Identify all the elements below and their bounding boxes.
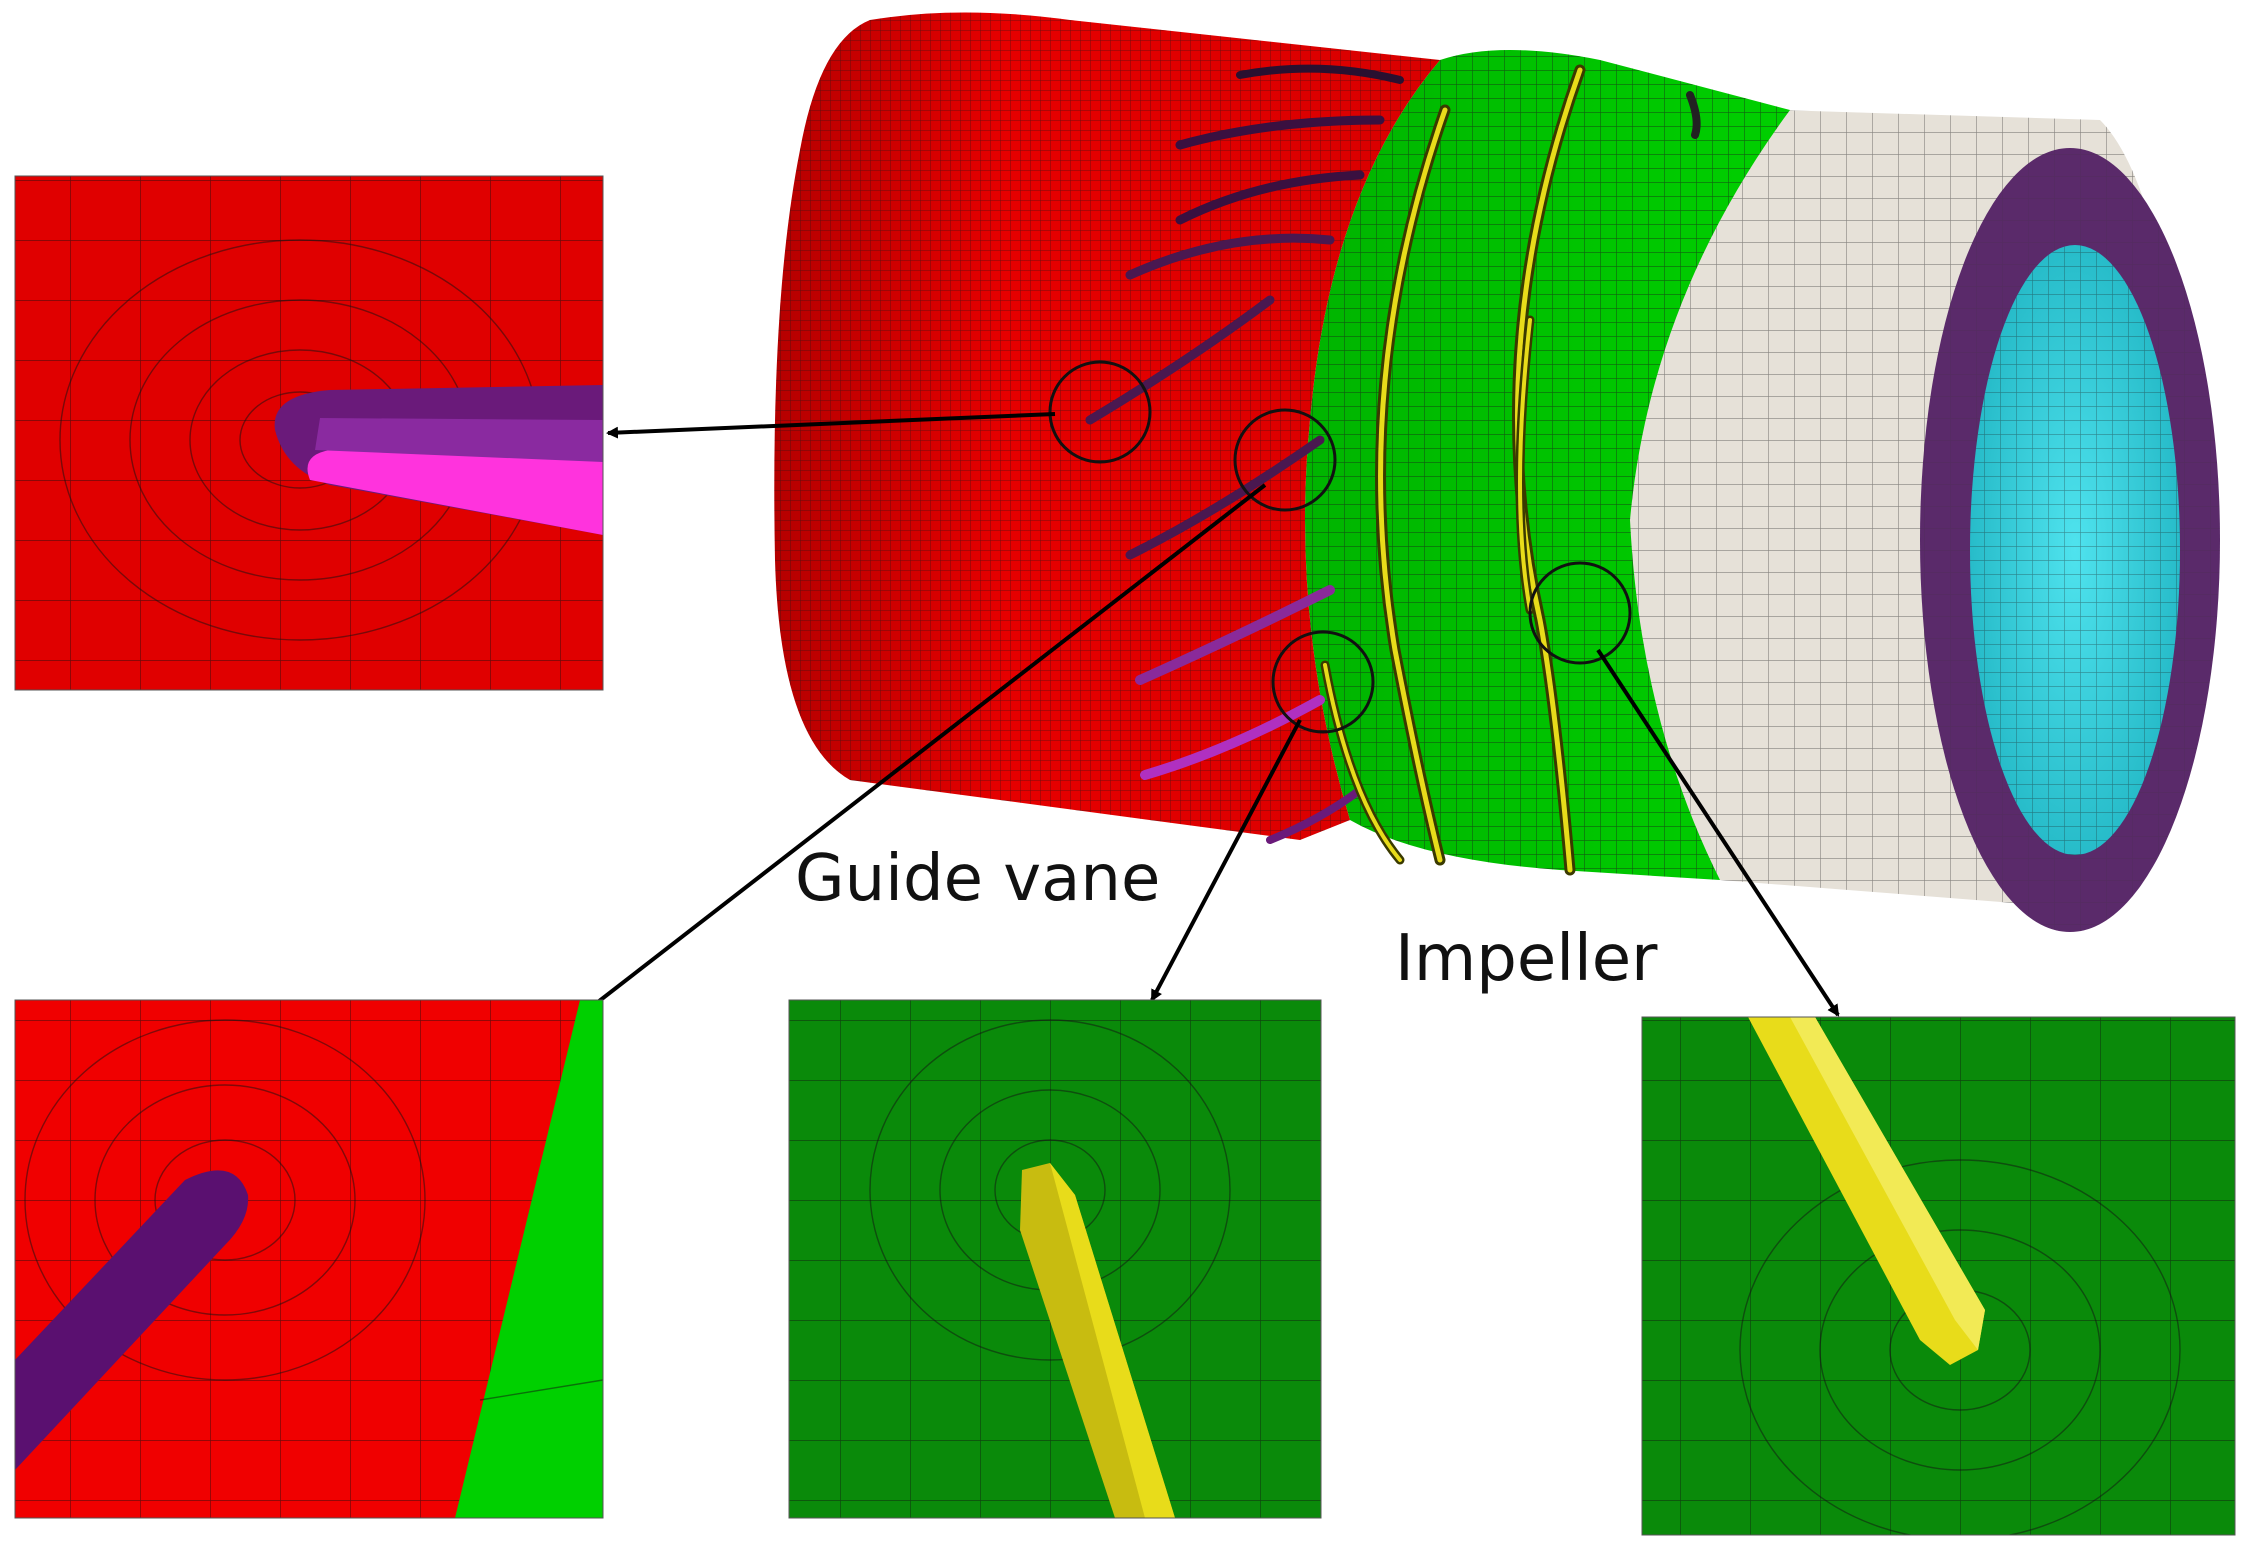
circle-outline-icon xyxy=(1528,561,1632,665)
guide-blades xyxy=(1085,64,1404,844)
arrow-icon xyxy=(606,412,1056,439)
pointer-arrows xyxy=(583,412,1840,1017)
impeller-blade-tip xyxy=(1748,1017,1985,1365)
guide-blade-tip xyxy=(15,1170,249,1470)
arrow-icon xyxy=(1596,648,1840,1017)
detail-panel-guide-vane-bottom xyxy=(15,1000,603,1518)
detail-panel-guide-vane-top xyxy=(15,176,603,690)
arrow-icon xyxy=(1150,719,1302,1002)
pump-mesh-model xyxy=(774,12,2220,932)
impeller-blades xyxy=(1320,64,1701,876)
arrow-icon xyxy=(583,483,1267,1014)
callout-markers xyxy=(1048,360,1632,734)
impeller-label: Impeller xyxy=(1395,922,1658,996)
detail-panel-impeller-right xyxy=(1642,1017,2235,1535)
circle-outline-icon xyxy=(1233,408,1337,512)
guide-vane-label: Guide vane xyxy=(795,842,1160,916)
circle-outline-icon xyxy=(1271,630,1375,734)
circle-outline-icon xyxy=(1048,360,1152,464)
detail-panel-impeller-middle xyxy=(789,1000,1321,1518)
impeller-surface-edge xyxy=(455,1000,603,1518)
